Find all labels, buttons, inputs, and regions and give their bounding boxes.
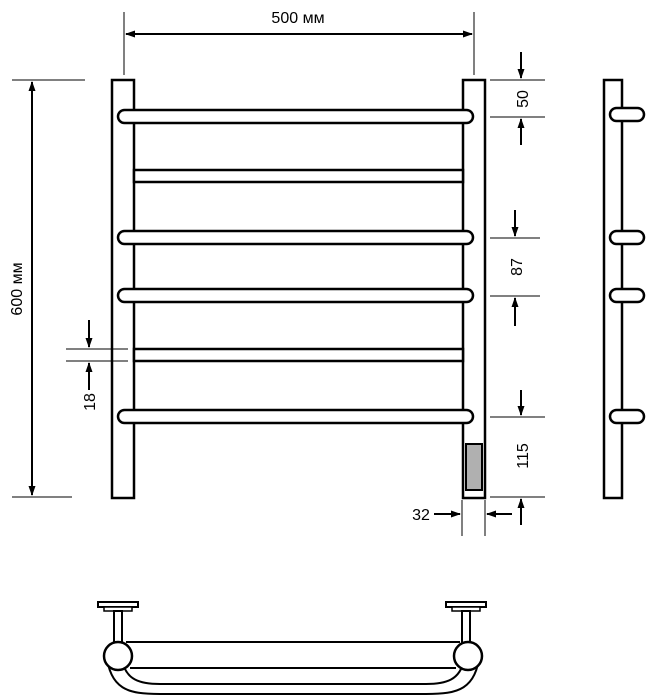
top-rung-outer	[105, 651, 481, 695]
side-rung-3	[608, 287, 646, 304]
right-post-circle	[452, 640, 484, 672]
rung-spacing-dimension: 87	[490, 210, 540, 326]
rung-6	[116, 408, 475, 425]
rung-2	[132, 168, 465, 184]
rung-spacing-label: 87	[509, 258, 526, 276]
bottom-offset-label: 115	[515, 443, 532, 469]
top-view	[97, 601, 487, 695]
height-label: 600 мм	[9, 262, 26, 315]
height-dimension: 600 мм	[9, 79, 85, 498]
control-box	[465, 443, 483, 491]
front-view	[110, 78, 487, 500]
rung-diameter-dimension: 18	[66, 320, 128, 411]
top-offset-dimension: 50	[490, 52, 545, 145]
left-post-circle	[102, 640, 134, 672]
side-rung-4	[608, 408, 646, 425]
post-diameter-dimension: 32	[412, 500, 512, 536]
side-rung-2	[608, 229, 646, 246]
top-offset-label: 50	[515, 90, 532, 108]
bottom-offset-dimension: 115	[490, 390, 545, 525]
width-label: 500 мм	[271, 10, 324, 27]
rung-diameter-label: 18	[82, 393, 99, 411]
left-wall-mount	[97, 601, 139, 644]
rung-3	[116, 229, 475, 246]
rung-5	[132, 347, 465, 363]
side-rung-1	[608, 106, 646, 123]
side-view	[602, 78, 646, 500]
rung-1	[116, 108, 475, 125]
width-dimension: 500 мм	[123, 10, 475, 75]
right-wall-mount	[445, 601, 487, 644]
top-rung-inner	[121, 659, 465, 685]
rung-4	[116, 287, 475, 304]
post-diameter-label: 32	[412, 507, 430, 524]
